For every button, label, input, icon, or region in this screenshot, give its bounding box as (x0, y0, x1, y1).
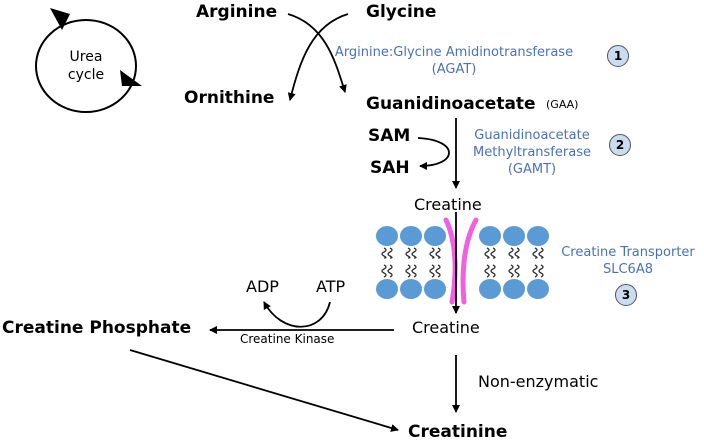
ornithine-label: Ornithine (184, 88, 275, 108)
arginine-label: Arginine (196, 2, 278, 22)
transporter-line2: SLC6A8 (602, 262, 653, 277)
lipid-head-top (527, 226, 549, 246)
lipid-tail (484, 247, 490, 259)
lipid-tail (435, 247, 441, 259)
lipid-tail (514, 247, 520, 259)
lipid-tail (405, 264, 411, 278)
lipid-tail (411, 264, 417, 278)
agat-line2: (AGAT) (431, 62, 477, 77)
step-badge-2: 2 (609, 134, 631, 156)
non-enzymatic-label: Non-enzymatic (478, 372, 599, 391)
transporter-right (460, 217, 479, 305)
step-badge-3: 3 (615, 284, 637, 306)
transporter-label: Creatine Transporter SLC6A8 (548, 244, 704, 278)
glycine-label: Glycine (366, 2, 437, 22)
lipid-head-bottom (503, 279, 525, 299)
gaa-abbrev-label: (GAA) (546, 98, 579, 111)
arginine-to-ornithine-arrow (287, 13, 349, 101)
lipid-head-top (376, 226, 398, 246)
step-badge-1: 1 (607, 45, 629, 67)
lipid-tail (381, 264, 387, 278)
lipid-tail (387, 264, 393, 278)
lipid-molecule (376, 226, 398, 299)
lipid-tail (532, 264, 538, 278)
guanidinoacetate-label: Guanidinoacetate (366, 94, 536, 114)
adp-label: ADP (246, 277, 279, 296)
cell-membrane (376, 217, 549, 305)
lipid-tail (435, 264, 441, 278)
lipid-tail (490, 264, 496, 278)
transporter-left (443, 217, 458, 305)
glycine-to-gaa-arrow (287, 13, 347, 93)
urea-cycle-label-line2: cycle (67, 67, 105, 83)
lipid-tail (532, 247, 538, 259)
lipid-molecule (400, 226, 422, 299)
lipid-head-top (424, 226, 446, 246)
lipid-molecule (424, 226, 446, 299)
transporter-line1: Creatine Transporter (561, 245, 695, 260)
sam-label: SAM (368, 126, 411, 146)
gamt-line1: Guanidinoacetate (474, 128, 590, 143)
lipid-tail (429, 247, 435, 259)
creatine-kinase-label: Creatine Kinase (240, 332, 335, 346)
lipid-head-top (400, 226, 422, 246)
gamt-line3: (GAMT) (507, 162, 557, 177)
lipid-head-bottom (424, 279, 446, 299)
lipid-tail (387, 247, 393, 259)
creatine-bottom-label: Creatine (412, 318, 480, 337)
atp-to-adp-arrow (263, 301, 331, 328)
agat-enzyme-label: Arginine:Glycine Amidinotransferase (AGA… (328, 44, 580, 78)
gamt-line2: Methyltransferase (473, 145, 591, 160)
agat-line1: Arginine:Glycine Amidinotransferase (334, 45, 574, 60)
lipid-head-top (479, 226, 501, 246)
gamt-enzyme-label: Guanidinoacetate Methyltransferase (GAMT… (462, 127, 602, 178)
creatine-phosphate-label: Creatine Phosphate (2, 318, 192, 338)
lipid-tail (538, 264, 544, 278)
atp-label: ATP (316, 277, 346, 296)
lipid-tail (381, 247, 387, 259)
sah-label: SAH (370, 158, 410, 178)
lipid-tail (538, 247, 544, 259)
lipid-tail (411, 247, 417, 259)
lipid-tail (405, 247, 411, 259)
lipid-molecule (479, 226, 501, 299)
creatinine-label: Creatinine (408, 422, 508, 442)
urea-cycle-arrowhead-bottom (120, 70, 142, 86)
lipid-tail (490, 247, 496, 259)
lipid-tail (508, 247, 514, 259)
lipid-tail (508, 264, 514, 278)
lipid-head-bottom (527, 279, 549, 299)
sam-to-sah-arrow (417, 137, 450, 170)
creatine-top-label: Creatine (414, 195, 482, 214)
urea-cycle-circle (35, 8, 142, 113)
lipid-head-bottom (400, 279, 422, 299)
lipid-molecule (503, 226, 525, 299)
urea-cycle-arrowhead-top (50, 8, 70, 30)
lipid-tail (514, 264, 520, 278)
urea-cycle-label: Urea cycle (56, 48, 116, 84)
urea-cycle-label-line1: Urea (69, 49, 103, 65)
phosphate-to-creatinine-arrow (129, 349, 399, 432)
lipid-head-top (503, 226, 525, 246)
lipid-head-bottom (376, 279, 398, 299)
lipid-tail (484, 264, 490, 278)
lipid-head-bottom (479, 279, 501, 299)
lipid-tail (429, 264, 435, 278)
lipid-molecule (527, 226, 549, 299)
